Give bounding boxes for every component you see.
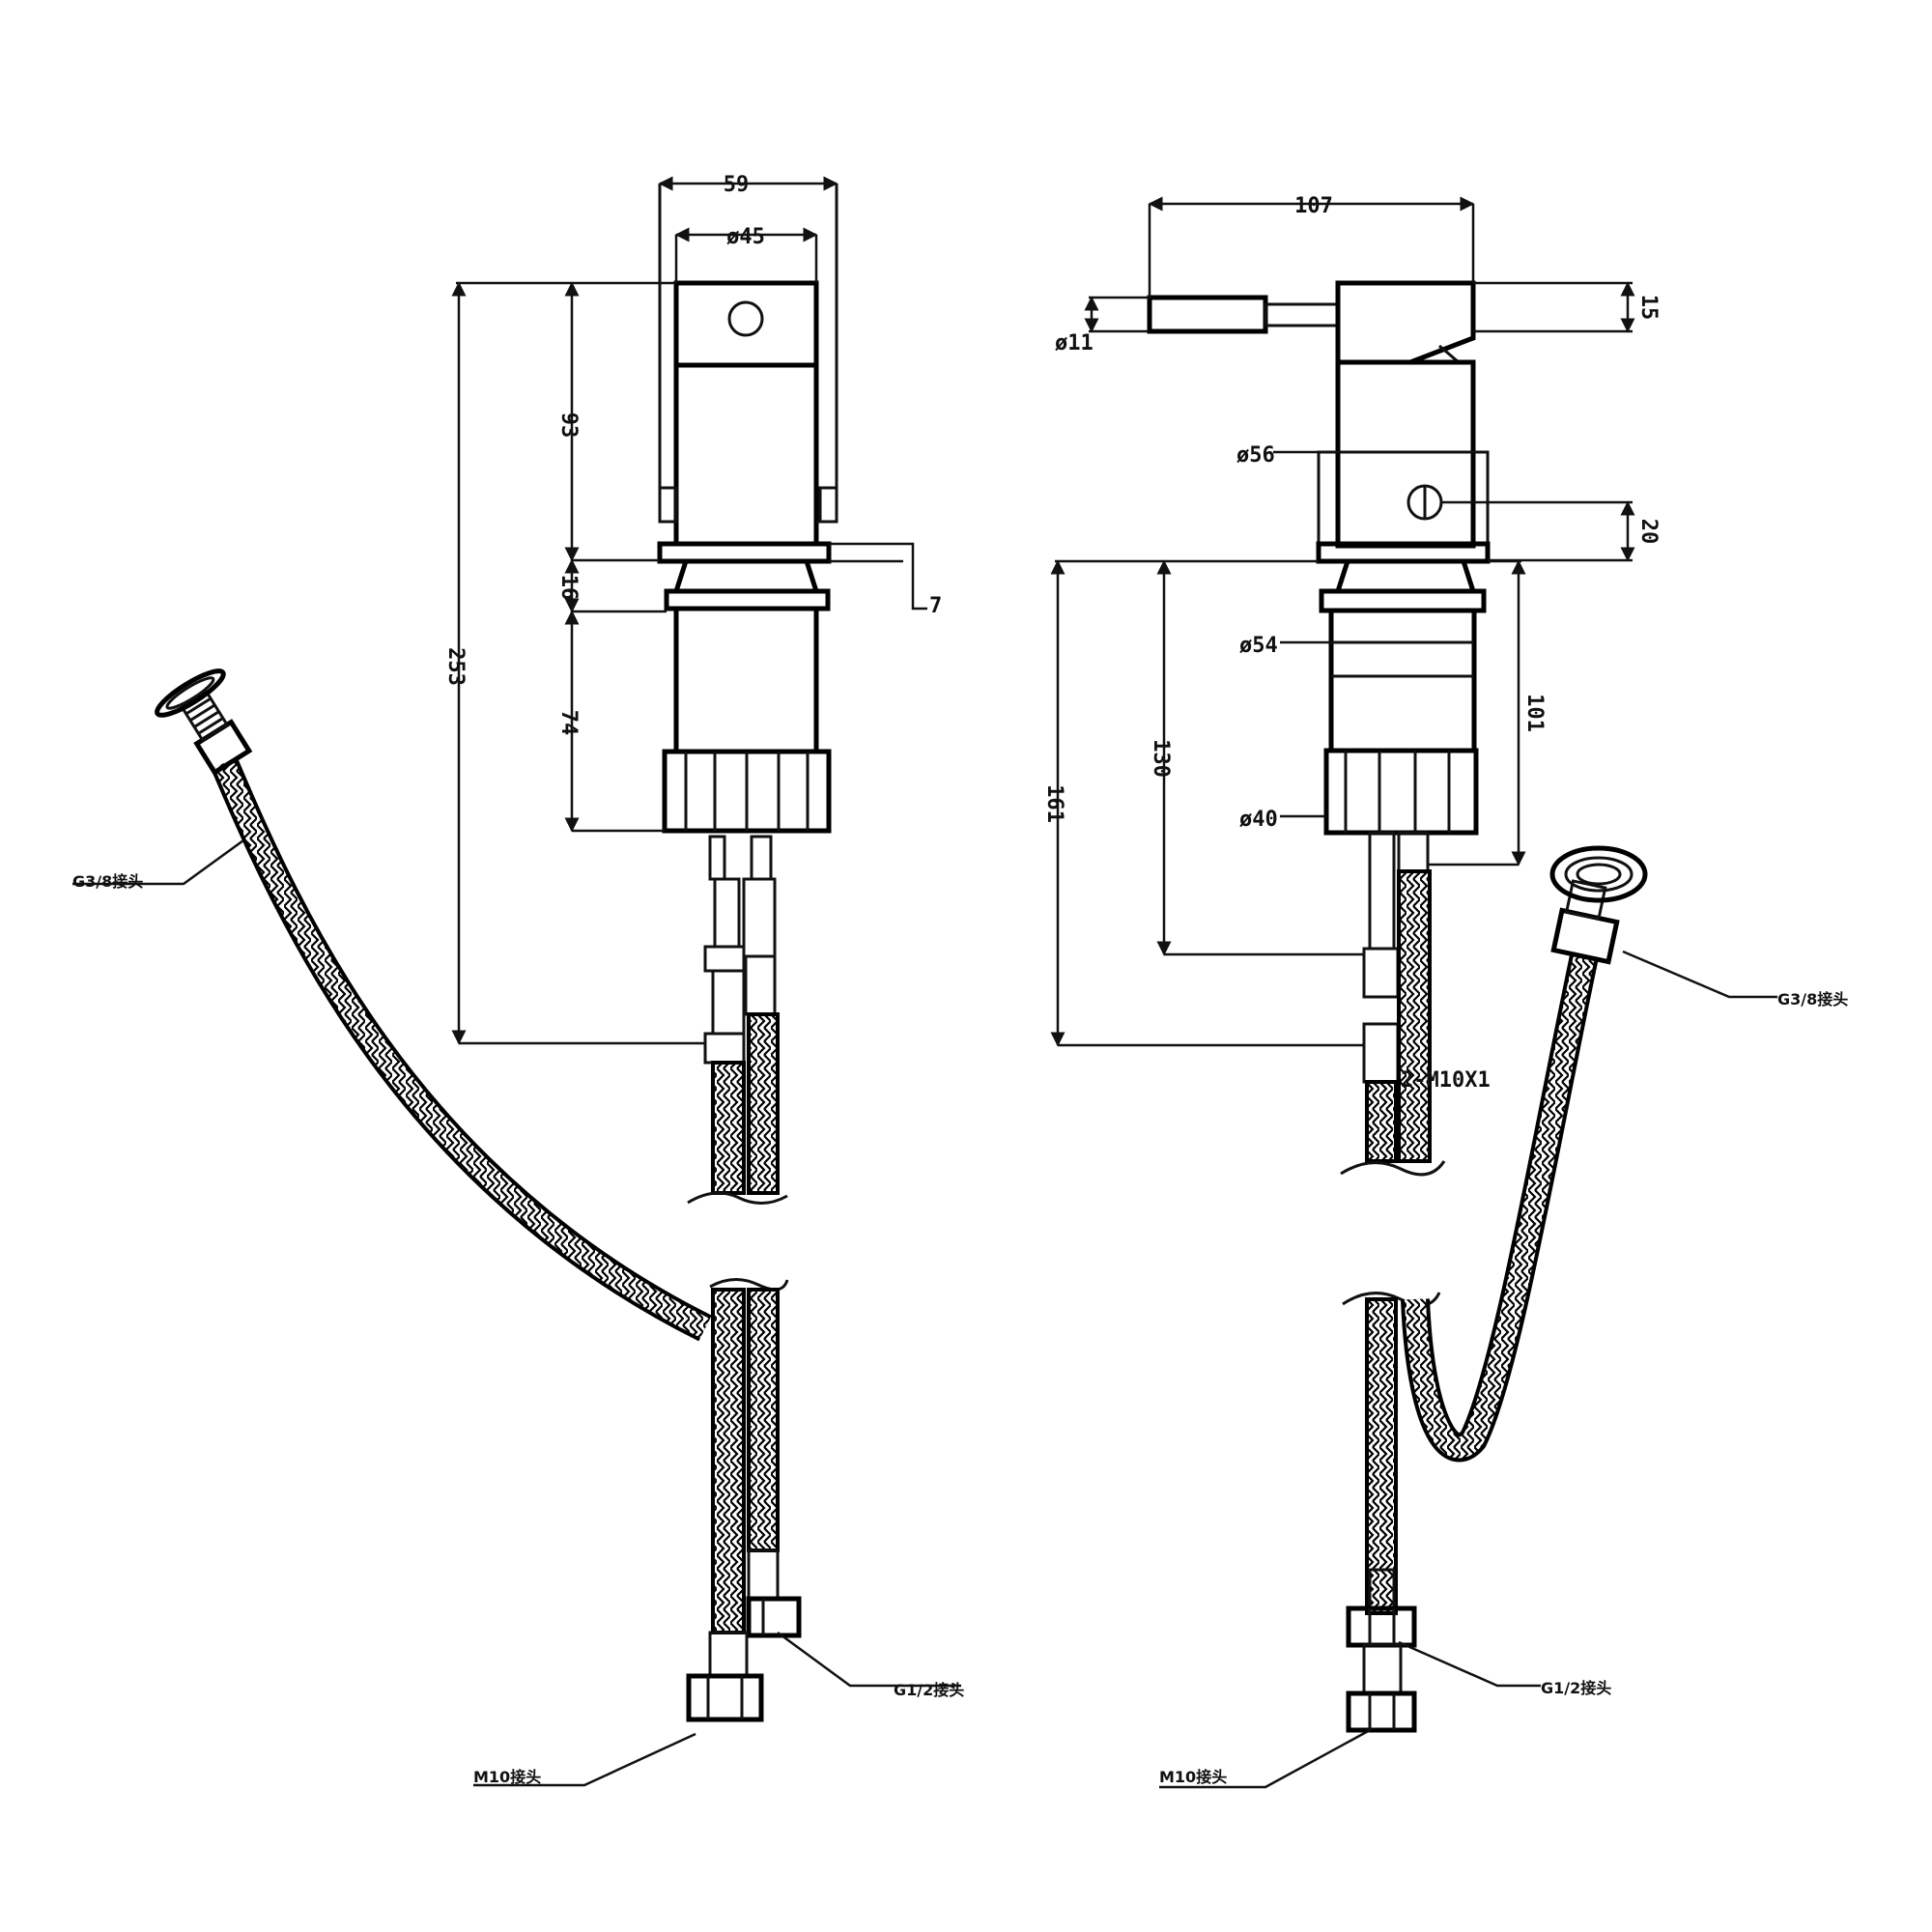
dim-width-handle: ø45 — [726, 225, 765, 249]
dim-height-base: 74 — [556, 710, 581, 736]
callout-left-m10: M10接头 — [473, 1768, 541, 1786]
right-body — [1335, 359, 1476, 549]
callout-left-g12: G1/2接头 — [894, 1681, 964, 1699]
left-lever-body — [673, 362, 819, 547]
right-lever-head — [1335, 280, 1476, 365]
dim-width-lever: 107 — [1294, 194, 1333, 218]
left-handle-hole — [727, 300, 764, 337]
left-hose-aux-upper — [747, 1012, 780, 1195]
right-view: 107 ø11 15 ø56 20 ø54 ø40 130 101 161 2-… — [1042, 194, 1848, 1789]
right-lever-grip — [1147, 295, 1268, 334]
right-top-fitting-nut — [1550, 907, 1620, 965]
left-g12-nut — [746, 1596, 802, 1638]
dim-height-130: 130 — [1149, 739, 1173, 778]
dim-thread: 2-M10X1 — [1401, 1068, 1491, 1093]
left-flange — [657, 541, 832, 564]
left-hose-main-lower — [711, 1288, 746, 1634]
dim-height-101: 101 — [1522, 694, 1547, 732]
dim-offset: 7 — [929, 594, 942, 618]
right-nut — [1323, 748, 1479, 836]
dim-width-outer: 59 — [724, 173, 750, 197]
callout-right-top-hose: G3/8接头 — [1777, 990, 1848, 1009]
left-top-fitting-flange — [155, 668, 226, 718]
dim-body-dia: ø56 — [1236, 443, 1275, 468]
left-m10-nut — [686, 1673, 764, 1722]
dim-knob-height: 20 — [1636, 519, 1661, 545]
dim-height-161: 161 — [1042, 784, 1066, 823]
dim-flange-dia: ø54 — [1239, 634, 1278, 658]
right-hose-main-lower — [1365, 1297, 1398, 1615]
left-hose-main-upper — [711, 1061, 746, 1195]
right-base-body — [1328, 608, 1477, 753]
dim-height-flange: 16 — [556, 575, 581, 601]
left-base-body — [673, 606, 819, 754]
dim-height-lever: 93 — [556, 412, 581, 439]
dim-lever-thickness: 15 — [1636, 295, 1661, 321]
left-hose-curved — [211, 757, 712, 1342]
right-m10-nut — [1346, 1690, 1417, 1733]
right-hose-aux-upper — [1397, 869, 1432, 1163]
dim-nut-dia: ø40 — [1239, 808, 1278, 832]
left-hose-aux-lower — [747, 1288, 780, 1552]
callout-right-m10: M10接头 — [1159, 1768, 1227, 1786]
dim-lever-dia: ø11 — [1055, 331, 1094, 355]
right-hose-main-upper — [1365, 1080, 1398, 1163]
left-dimensions — [451, 176, 927, 1045]
left-handle-cap — [673, 280, 819, 368]
right-top-fitting-flange — [1549, 845, 1648, 903]
left-view: 59 ø45 93 16 74 253 7 G3/8接头 G1/2接头 M10接… — [72, 173, 964, 1787]
callout-right-g12: G1/2接头 — [1541, 1679, 1611, 1697]
callout-left-top-hose: G3/8接头 — [72, 872, 143, 891]
dim-height-total: 253 — [443, 647, 468, 686]
right-dimensions — [1050, 196, 1635, 1047]
